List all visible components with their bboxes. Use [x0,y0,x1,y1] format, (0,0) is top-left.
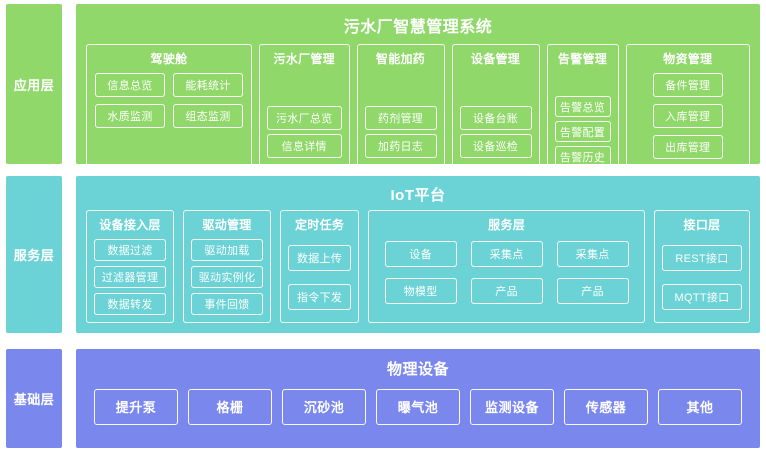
sidebar-label-application: 应用层 [6,4,62,164]
chip-outbound-management[interactable]: 出库管理 [652,135,723,159]
chip-rest-interface[interactable]: REST接口 [662,244,742,271]
group-smart-dosing-title: 智能加药 [375,52,426,66]
chip-filter-management[interactable]: 过滤器管理 [94,266,166,289]
sidebar-label-service: 服务层 [6,176,62,334]
chip-alarm-overview[interactable]: 告警总览 [554,96,611,117]
group-material-management: 物资管理 备件管理 入库管理 出库管理 库存管理 [625,44,750,198]
chip-monitoring-equipment[interactable]: 监测设备 [470,388,554,425]
group-alarm-management-items: 告警总览 告警配置 告警历史 [554,73,611,190]
chip-other[interactable]: 其他 [658,388,742,425]
chip-grit-chamber[interactable]: 沉砂池 [282,388,366,425]
chip-plant-overview[interactable]: 污水厂总览 [267,105,342,130]
chip-info-details[interactable]: 信息详情 [267,133,342,158]
chip-alarm-history[interactable]: 告警历史 [554,146,611,167]
group-scheduled-tasks-title: 定时任务 [295,218,345,233]
group-interface-layer-items: REST接口 MQTT接口 [662,239,742,315]
chip-mqtt-interface[interactable]: MQTT接口 [662,283,742,310]
chip-data-upload[interactable]: 数据上传 [288,244,352,271]
chip-energy-stats[interactable]: 能耗统计 [173,73,243,97]
group-driver-management-items: 驱动加载 驱动实例化 事件回馈 [191,239,263,316]
chip-spare-parts-management[interactable]: 备件管理 [652,73,723,97]
group-scheduled-tasks-items: 数据上传 指令下发 [288,239,352,315]
group-device-management-title: 设备管理 [470,52,521,66]
chip-sensor[interactable]: 传感器 [564,388,648,425]
application-layer-panel: 污水厂智慧管理系统 驾驶舱 信息总览 能耗统计 水质监测 组态监测 污水厂管理 [76,4,760,198]
group-device-management: 设备管理 设备台账 设备巡检 [451,44,540,198]
layer-gap-service-infrastructure [6,333,760,349]
service-layer-row: 服务层 IoT平台 设备接入层 数据过滤 过滤器管理 数据转发 驱动管理 [6,176,760,334]
chip-product-2[interactable]: 产品 [556,278,629,305]
chip-reagent-management[interactable]: 药剂管理 [364,105,437,130]
application-groups: 驾驶舱 信息总览 能耗统计 水质监测 组态监测 污水厂管理 污水厂总览 信息详情 [76,37,760,208]
group-plant-management-title: 污水厂管理 [273,52,335,66]
group-service-layer-title: 服务层 [488,218,526,233]
group-cockpit: 驾驶舱 信息总览 能耗统计 水质监测 组态监测 [86,44,252,198]
group-driver-management: 驱动管理 驱动加载 驱动实例化 事件回馈 [183,210,271,324]
group-device-access-layer: 设备接入层 数据过滤 过滤器管理 数据转发 [86,210,174,324]
infrastructure-items: 提升泵 格栅 沉砂池 曝气池 监测设备 传感器 其他 [76,379,760,448]
group-device-management-items: 设备台账 设备巡检 [459,73,532,190]
group-device-access-layer-title: 设备接入层 [99,218,161,233]
chip-device-inspection[interactable]: 设备巡检 [459,133,532,158]
sidebar-label-infrastructure: 基础层 [6,349,62,449]
group-smart-dosing-items: 药剂管理 加药日志 [364,73,437,190]
chip-lift-pump[interactable]: 提升泵 [94,388,178,425]
chip-data-filter[interactable]: 数据过滤 [94,239,166,262]
chip-driver-loading[interactable]: 驱动加载 [191,239,263,262]
chip-product-1[interactable]: 产品 [470,278,543,305]
service-layer-panel: IoT平台 设备接入层 数据过滤 过滤器管理 数据转发 驱动管理 驱动加载 [76,176,760,334]
chip-alarm-config[interactable]: 告警配置 [554,121,611,142]
group-material-management-items: 备件管理 入库管理 出库管理 库存管理 [634,73,743,190]
group-alarm-management-title: 告警管理 [557,52,608,66]
chip-device[interactable]: 设备 [384,241,457,268]
group-interface-layer-title: 接口层 [683,218,721,233]
chip-data-forwarding[interactable]: 数据转发 [94,293,166,316]
group-plant-management: 污水厂管理 污水厂总览 信息详情 [259,44,350,198]
group-device-access-layer-items: 数据过滤 过滤器管理 数据转发 [94,239,166,316]
group-scheduled-tasks: 定时任务 数据上传 指令下发 [280,210,360,324]
group-material-management-title: 物资管理 [663,52,713,66]
chip-scada-monitor[interactable]: 组态监测 [173,104,243,128]
group-interface-layer: 接口层 REST接口 MQTT接口 [654,210,750,324]
chip-collection-point-2[interactable]: 采集点 [556,241,629,268]
application-layer-row: 应用层 污水厂智慧管理系统 驾驶舱 信息总览 能耗统计 水质监测 组态监测 污水… [6,4,760,198]
group-alarm-management: 告警管理 告警总览 告警配置 告警历史 [546,44,619,198]
group-smart-dosing: 智能加药 药剂管理 加药日志 [356,44,445,198]
chip-thing-model[interactable]: 物模型 [384,278,457,305]
chip-inbound-management[interactable]: 入库管理 [652,104,723,128]
infrastructure-layer-panel: 物理设备 提升泵 格栅 沉砂池 曝气池 监测设备 传感器 其他 [76,349,760,449]
group-driver-management-title: 驱动管理 [202,218,252,233]
group-service-layer: 服务层 设备 采集点 采集点 物模型 产品 产品 [368,210,645,324]
infrastructure-layer-row: 基础层 物理设备 提升泵 格栅 沉砂池 曝气池 监测设备 传感器 其他 [6,349,760,449]
chip-dosing-log[interactable]: 加药日志 [364,133,437,158]
group-cockpit-items: 信息总览 能耗统计 水质监测 组态监测 [94,73,244,190]
service-groups: 设备接入层 数据过滤 过滤器管理 数据转发 驱动管理 驱动加载 驱动实例化 事件… [76,205,760,334]
chip-aeration-tank[interactable]: 曝气池 [376,388,460,425]
service-layer-title: IoT平台 [390,187,446,205]
group-plant-management-items: 污水厂总览 信息详情 [267,73,342,190]
chip-info-overview[interactable]: 信息总览 [95,73,165,97]
application-layer-title: 污水厂智慧管理系统 [343,19,493,36]
group-cockpit-title: 驾驶舱 [150,52,188,66]
chip-command-dispatch[interactable]: 指令下发 [288,283,352,310]
group-service-layer-items: 设备 采集点 采集点 物模型 产品 产品 [376,239,637,315]
chip-driver-instantiation[interactable]: 驱动实例化 [191,266,263,289]
chip-water-quality-monitor[interactable]: 水质监测 [95,104,165,128]
chip-event-feedback[interactable]: 事件回馈 [191,293,263,316]
chip-grille[interactable]: 格栅 [188,388,272,425]
chip-collection-point-1[interactable]: 采集点 [470,241,543,268]
chip-device-ledger[interactable]: 设备台账 [459,105,532,130]
infrastructure-layer-title: 物理设备 [386,361,449,379]
